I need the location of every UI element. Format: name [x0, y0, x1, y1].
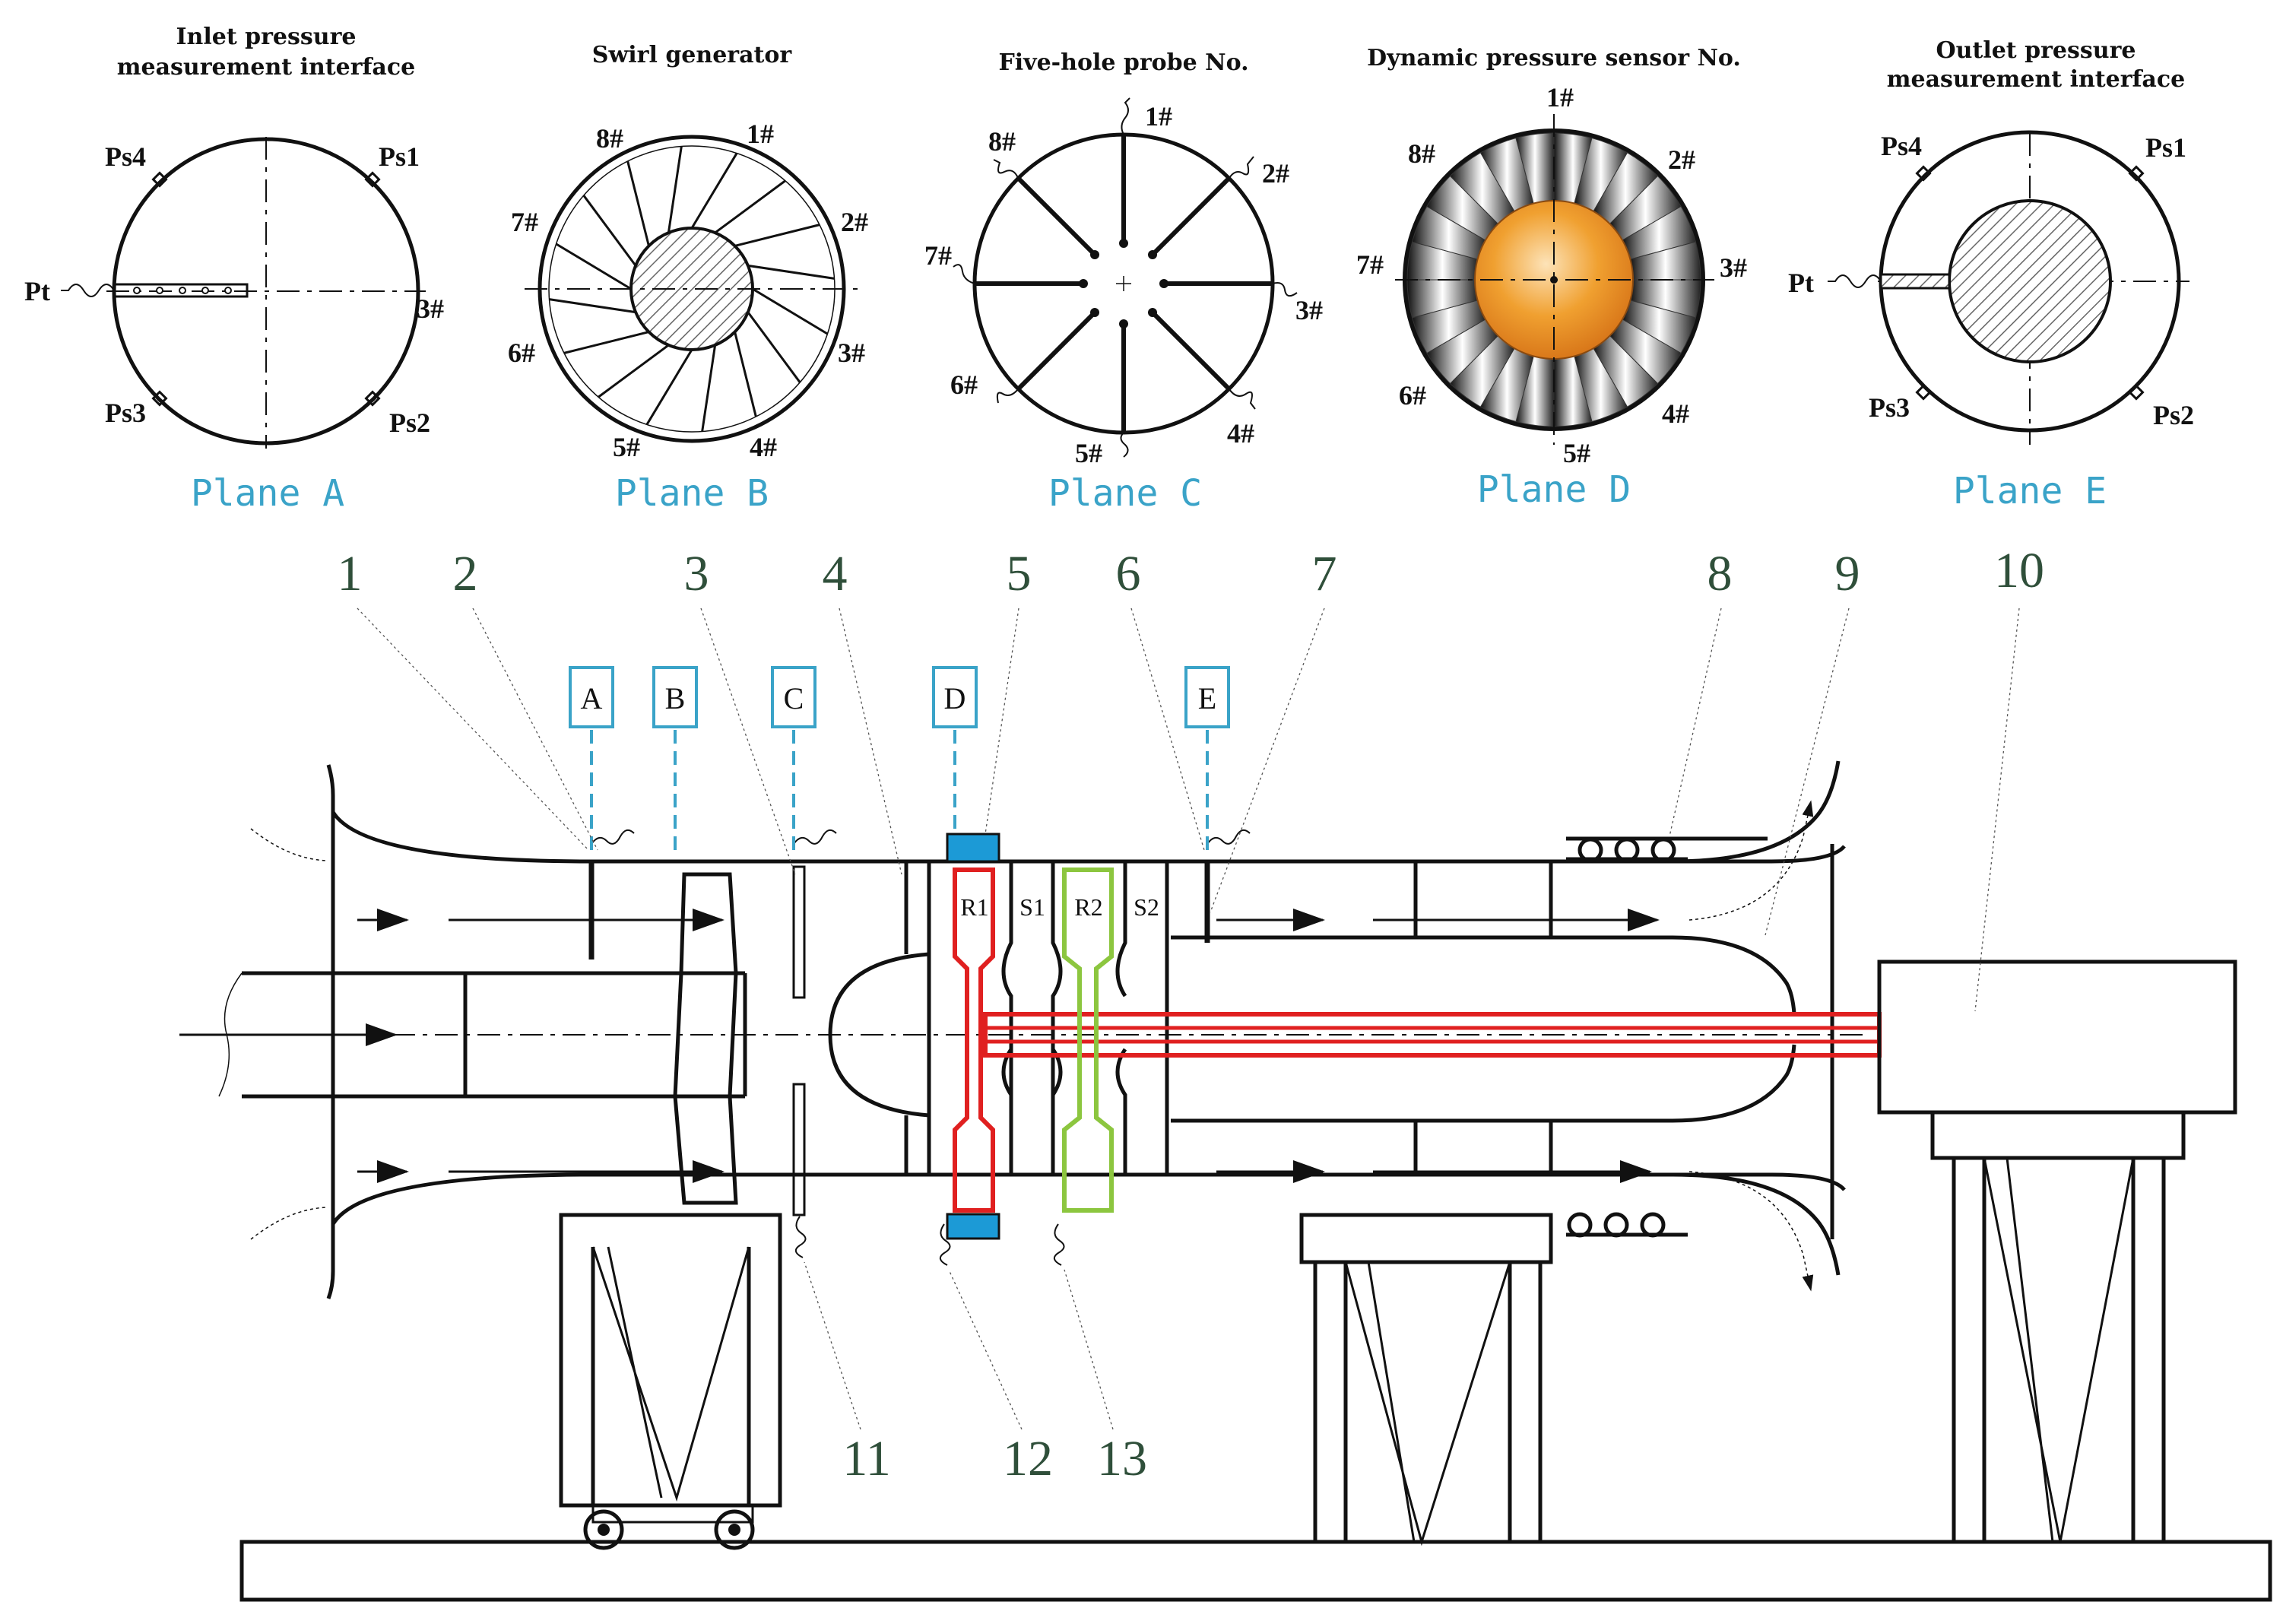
callout-10: 10	[1994, 543, 2044, 598]
rotor-blade	[1629, 241, 1701, 281]
plane-b: Swirl generator 1# 2# 3# 4# 5# 6# 7# 8# …	[508, 42, 868, 515]
plane-a-label: Plane A	[191, 472, 344, 515]
swirl-vane	[734, 331, 757, 417]
plane-c-6: 6#	[950, 370, 978, 400]
plane-e-pt: Pt	[1788, 268, 1814, 298]
section-marker-a: A	[581, 681, 603, 715]
stage-r2: R2	[1074, 893, 1102, 921]
plane-a-ps2: Ps2	[389, 408, 430, 438]
plane-c-3: 3#	[1295, 295, 1323, 325]
callout-7: 7	[1312, 546, 1337, 601]
section-marker-e: E	[1198, 681, 1216, 715]
stage-r1: R1	[960, 893, 988, 921]
plane-b-8: 8#	[596, 123, 623, 154]
callout-9: 9	[1835, 546, 1860, 601]
plane-c-2: 2#	[1262, 158, 1289, 189]
swirl-vane	[734, 224, 820, 247]
plane-a-ps4: Ps4	[105, 141, 146, 172]
side-view: A B C D E R1 S1 R2 S2 1 2 3 4	[179, 543, 2272, 1602]
callout-2: 2	[453, 546, 478, 601]
callout-5: 5	[1007, 546, 1032, 601]
plane-b-6: 6#	[508, 338, 535, 368]
plane-e-ps1: Ps1	[2145, 132, 2186, 163]
plane-a-3: 3#	[417, 293, 444, 324]
callout-1: 1	[338, 546, 363, 601]
plane-c: Five-hole probe No. 1# 2# 3# 4# 5# 6	[924, 49, 1323, 515]
plane-b-1: 1#	[747, 119, 774, 149]
callout-6: 6	[1116, 546, 1141, 601]
plane-e-title-line1: Outlet pressure	[1936, 37, 2136, 64]
plane-d-5: 5#	[1563, 438, 1590, 468]
callout-12: 12	[1003, 1431, 1053, 1486]
plane-c-label: Plane C	[1048, 472, 1202, 515]
plane-d-3: 3#	[1720, 252, 1747, 283]
plane-e-ps2: Ps2	[2153, 400, 2194, 430]
plane-b-7: 7#	[511, 207, 538, 237]
plane-d: Dynamic pressure sensor No. 1# 2# 3# 4# …	[1356, 45, 1747, 511]
plane-e: Outlet pressure measurement interface Ps…	[1788, 37, 2194, 512]
stage-s2: S2	[1134, 893, 1159, 921]
plane-b-5: 5#	[613, 432, 640, 462]
swirl-vane	[667, 146, 683, 233]
swirl-vane	[752, 287, 829, 335]
swirl-vane	[563, 331, 649, 354]
section-marker-d: D	[944, 681, 966, 715]
plane-d-label: Plane D	[1477, 468, 1631, 511]
casing-band-bottom	[946, 1213, 1000, 1240]
plane-c-7: 7#	[924, 240, 952, 271]
swirl-vane	[747, 311, 801, 383]
plane-c-8: 8#	[988, 126, 1016, 157]
plane-d-6: 6#	[1399, 380, 1426, 411]
base-plate	[239, 1540, 2272, 1602]
plane-a-title-line1: Inlet pressure	[176, 24, 357, 50]
swirl-vane	[626, 160, 650, 246]
callout-4: 4	[823, 546, 848, 601]
plane-e-label: Plane E	[1953, 470, 2107, 512]
swirl-vane	[645, 349, 693, 426]
plane-a-title-line2: measurement interface	[117, 54, 415, 81]
section-marker-b: B	[665, 681, 686, 715]
callout-8: 8	[1707, 546, 1733, 601]
swirl-vane	[690, 152, 738, 229]
plane-a: Inlet pressure measurement interface Ps4…	[24, 24, 444, 515]
swirl-vane	[714, 179, 786, 234]
plane-d-2: 2#	[1668, 144, 1695, 175]
plane-d-7: 7#	[1356, 249, 1384, 280]
callout-11: 11	[842, 1431, 891, 1486]
plane-c-title: Five-hole probe No.	[998, 49, 1248, 76]
plane-d-8: 8#	[1408, 138, 1435, 169]
stage-s1: S1	[1019, 893, 1045, 921]
motor-box	[1877, 959, 2237, 1115]
plane-b-4: 4#	[750, 432, 777, 462]
plane-a-ps3: Ps3	[105, 398, 146, 428]
plane-c-5: 5#	[1075, 438, 1102, 468]
plane-b-3: 3#	[838, 338, 865, 368]
section-marker-c: C	[784, 681, 804, 715]
plane-e-ps3: Ps3	[1869, 392, 1910, 423]
plane-b-label: Plane B	[615, 472, 769, 515]
plane-b-2: 2#	[841, 207, 868, 237]
plane-b-title: Swirl generator	[592, 42, 793, 68]
plane-d-title: Dynamic pressure sensor No.	[1367, 45, 1741, 71]
plane-e-title-line2: measurement interface	[1887, 66, 2185, 93]
callout-3: 3	[684, 546, 709, 601]
plane-d-1: 1#	[1546, 82, 1574, 113]
swirl-vane	[701, 344, 717, 432]
swirl-vane	[555, 243, 632, 290]
swirl-vane	[598, 344, 670, 398]
callout-13: 13	[1097, 1431, 1147, 1486]
casing-band-top	[946, 833, 1000, 863]
swirl-vane	[747, 264, 835, 280]
plane-d-4: 4#	[1662, 398, 1689, 429]
swirl-vane	[582, 195, 637, 267]
plane-a-ps1: Ps1	[379, 141, 420, 172]
plane-e-ps4: Ps4	[1881, 131, 1922, 161]
plane-a-pt: Pt	[24, 276, 50, 306]
plane-c-4: 4#	[1227, 418, 1254, 449]
swirl-vane	[549, 298, 636, 314]
plane-c-1: 1#	[1145, 101, 1172, 132]
